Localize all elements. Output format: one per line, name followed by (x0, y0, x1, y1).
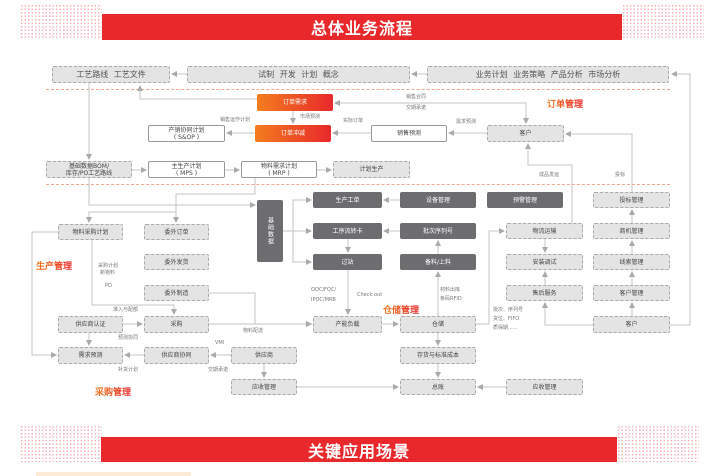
sop-box[interactable]: 产销协同计划 ( S&OP ) (148, 125, 225, 142)
label-replenishment-plan: 补货计划 (118, 367, 139, 373)
work-order-box[interactable]: 生产工单 (313, 192, 382, 208)
label-bid: 投标 (615, 172, 626, 178)
outsource-shipping-box[interactable]: 委外发货 (144, 254, 209, 270)
mrp-box[interactable]: 物料需求计划 ( MRP ) (241, 161, 317, 178)
capacity-load-box[interactable]: 产能负载 (313, 316, 382, 333)
section-label-purchase-management: 采购管理 (95, 385, 131, 398)
scenario-card-top-edge (36, 472, 191, 476)
planned-production-box[interactable]: 计划生产 (333, 161, 410, 178)
label-new-material: 新物料 (100, 270, 116, 276)
material-purchase-plan-box[interactable]: 物料采购计划 (58, 224, 123, 240)
customer-box-top[interactable]: 客户 (487, 125, 564, 142)
label-vmi: VMI (215, 340, 225, 346)
banner-dots-right (622, 4, 704, 40)
label-delivery-promise: 交期承诺 (406, 105, 427, 111)
section-label-production-management: 生产管理 (36, 259, 72, 272)
warehouse-box[interactable]: 仓储 (400, 316, 476, 333)
label-po: PO (105, 283, 112, 289)
label-qc-1: OQC/FQC/ (311, 287, 337, 293)
route-card-box[interactable]: 工序流转卡 (313, 223, 382, 239)
section-label-warehouse-management: 仓储管理 (383, 303, 419, 316)
label-forecast-collaboration: 预测协同 (118, 335, 139, 341)
general-ledger-box[interactable]: 总账 (400, 379, 476, 395)
banner-dots-left (20, 4, 102, 40)
supplier-certification-box[interactable]: 供应商认证 (58, 316, 123, 333)
equipment-management-box[interactable]: 设备管理 (400, 192, 476, 208)
label-material-distribution: 物料配送 (243, 328, 264, 334)
label-demand-forecast: 需求预测 (456, 119, 477, 125)
label-market-forecast: 市场预测 (300, 114, 321, 120)
label-location-fifo: 货位、FIFO (493, 316, 520, 322)
inventory-cost-box[interactable]: 存货与标准成本 (400, 347, 476, 364)
label-sales-contract: 销售合同 (406, 94, 427, 100)
label-actual-orders: 实际订单 (343, 118, 364, 124)
divider-middle (46, 184, 670, 185)
station-pass-box[interactable]: 过站 (313, 254, 382, 270)
demand-forecast-box[interactable]: 需求预测 (58, 347, 123, 364)
divider-top (46, 89, 670, 90)
section-label-order-management: 订单管理 (547, 97, 583, 110)
lead-management-box[interactable]: 线索管理 (593, 254, 670, 270)
batch-serial-box[interactable]: 批次序列号 (400, 223, 476, 239)
label-access-quota: 准入与配额 (113, 307, 139, 313)
label-qc-2: IPOC/MRB (311, 297, 336, 303)
payables-box[interactable]: 应收管理 (231, 379, 297, 395)
development-box[interactable]: 试制 开发 计划 概念 (187, 66, 410, 83)
customer-management-box[interactable]: 客户管理 (593, 285, 670, 301)
business-planning-box[interactable]: 业务计划 业务策略 产品分析 市场分析 (427, 66, 669, 83)
order-demand-box[interactable]: 订单需求 (257, 94, 333, 111)
installation-box[interactable]: 安装调试 (506, 254, 583, 270)
outsource-manufacturing-box[interactable]: 委外制造 (144, 285, 209, 301)
label-material-outbound: 材料出库 (440, 287, 461, 293)
material-feed-box[interactable]: 备料/上料 (400, 254, 476, 270)
label-barcode-rfid: 条码RFID (440, 296, 462, 302)
process-docs-box[interactable]: 工艺路线 工艺文件 (52, 66, 170, 83)
order-offset-box[interactable]: 订单冲减 (255, 125, 331, 142)
logistics-box[interactable]: 物流运输 (506, 223, 583, 239)
alert-management-box[interactable]: 预警管理 (487, 192, 563, 208)
label-sales-operations-plan: 销售运作计划 (220, 117, 251, 123)
section-title-key-scenarios: 关键应用场景 (101, 437, 617, 462)
label-purchase-plan: 采购计划 (98, 263, 119, 269)
purchase-box[interactable]: 采购 (144, 316, 209, 333)
banner-dots-left-bottom (20, 425, 102, 462)
receivables-box[interactable]: 应收管理 (506, 379, 583, 395)
bid-management-box[interactable]: 投标管理 (593, 192, 670, 208)
base-data-bom-box[interactable]: 基础数据BOM/ 库存/PO工艺路线 (46, 161, 132, 178)
label-warranty: 质保期...... (493, 325, 518, 331)
label-check-out: Check out (357, 292, 383, 298)
outsource-order-box[interactable]: 委外订单 (144, 224, 209, 240)
section-title-overall-process: 总体业务流程 (102, 14, 622, 40)
banner-dots-right-bottom (617, 425, 699, 462)
label-delivery-promise-bottom: 交期承诺 (208, 367, 229, 373)
after-sales-box[interactable]: 售后服务 (506, 285, 583, 301)
label-finished-goods-shipped: 成品发运 (539, 172, 560, 178)
base-data-vertical-box[interactable]: 基础数据 (257, 200, 283, 262)
customer-box-bottom[interactable]: 客户 (593, 316, 670, 333)
supplier-collaboration-box[interactable]: 供应商协同 (144, 347, 209, 364)
opportunity-management-box[interactable]: 商机管理 (593, 223, 670, 239)
mps-box[interactable]: 主生产计划 ( MPS ) (148, 161, 225, 178)
label-batch-serial: 批次、序列号 (493, 307, 524, 313)
supplier-box[interactable]: 供应商 (231, 347, 297, 364)
sales-forecast-box[interactable]: 销售预测 (371, 125, 447, 142)
